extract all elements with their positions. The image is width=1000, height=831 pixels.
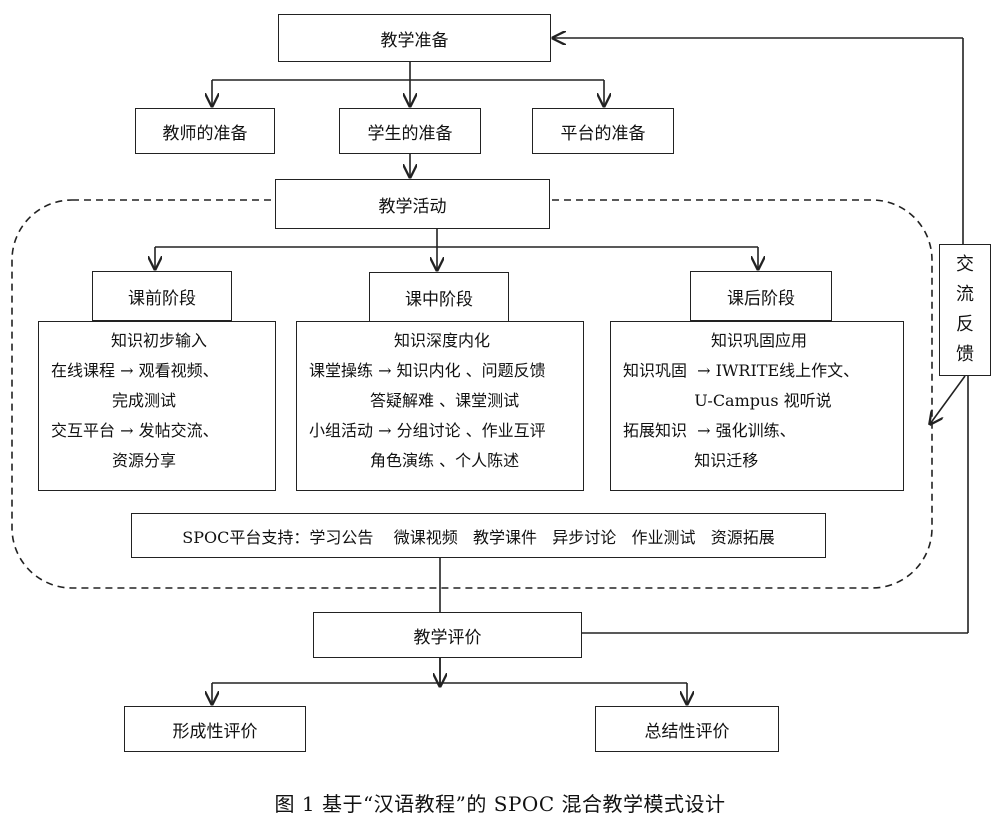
pre-class-line: 完成测试 bbox=[51, 391, 177, 410]
in-class-heading: 知识深度内化 bbox=[393, 331, 490, 350]
formative-evaluation-box: 形成性评价 bbox=[124, 706, 306, 752]
feedback-char: 流 bbox=[956, 284, 974, 305]
pre-class-line: 交互平台 → 发帖交流、 bbox=[51, 421, 219, 440]
figure-caption: 图 1 基于“汉语教程”的 SPOC 混合教学模式设计 bbox=[274, 792, 726, 816]
feedback-char: 交 bbox=[956, 254, 974, 275]
spoc-support-bar: SPOC平台支持：学习公告 微课视频 教学课件 异步讨论 作业测试 资源拓展 bbox=[131, 513, 826, 558]
in-class-line: 答疑解难 、课堂测试 bbox=[309, 391, 520, 410]
pre-class-line: 资源分享 bbox=[51, 451, 177, 470]
in-class-title-box: 课中阶段 bbox=[369, 272, 509, 322]
post-class-content-box: 知识巩固应用 知识巩固 → IWRITE线上作文、 U-Campus 视听说 拓… bbox=[610, 321, 904, 491]
teaching-evaluation-box: 教学评价 bbox=[313, 612, 582, 658]
in-class-line: 角色演练 、个人陈述 bbox=[309, 451, 520, 470]
teaching-activity-box: 教学活动 bbox=[275, 179, 550, 229]
post-class-heading: 知识巩固应用 bbox=[710, 331, 807, 350]
pre-class-line: 在线课程 → 观看视频、 bbox=[51, 361, 219, 380]
teaching-prep-box: 教学准备 bbox=[278, 14, 551, 62]
pre-class-title-box: 课前阶段 bbox=[92, 271, 232, 321]
post-class-line: 拓展知识 → 强化训练、 bbox=[623, 421, 796, 440]
post-class-line: 知识巩固 → IWRITE线上作文、 bbox=[623, 361, 860, 380]
student-prep-box: 学生的准备 bbox=[339, 108, 481, 154]
summative-evaluation-box: 总结性评价 bbox=[595, 706, 779, 752]
platform-prep-box: 平台的准备 bbox=[532, 108, 674, 154]
pre-class-content-box: 知识初步输入 在线课程 → 观看视频、 完成测试 交互平台 → 发帖交流、 资源… bbox=[38, 321, 276, 491]
in-class-line: 小组活动 → 分组讨论 、作业互评 bbox=[309, 421, 546, 440]
teacher-prep-box: 教师的准备 bbox=[135, 108, 275, 154]
feedback-char: 反 bbox=[956, 314, 974, 335]
feedback-char: 馈 bbox=[956, 344, 974, 365]
in-class-content-box: 知识深度内化 课堂操练 → 知识内化 、问题反馈 答疑解难 、课堂测试 小组活动… bbox=[296, 321, 584, 491]
post-class-line: U-Campus 视听说 bbox=[623, 391, 832, 410]
in-class-line: 课堂操练 → 知识内化 、问题反馈 bbox=[309, 361, 546, 380]
feedback-box: 交 流 反 馈 bbox=[939, 244, 991, 376]
post-class-title-box: 课后阶段 bbox=[690, 271, 832, 321]
pre-class-heading: 知识初步输入 bbox=[110, 331, 207, 350]
post-class-line: 知识迁移 bbox=[623, 451, 759, 470]
